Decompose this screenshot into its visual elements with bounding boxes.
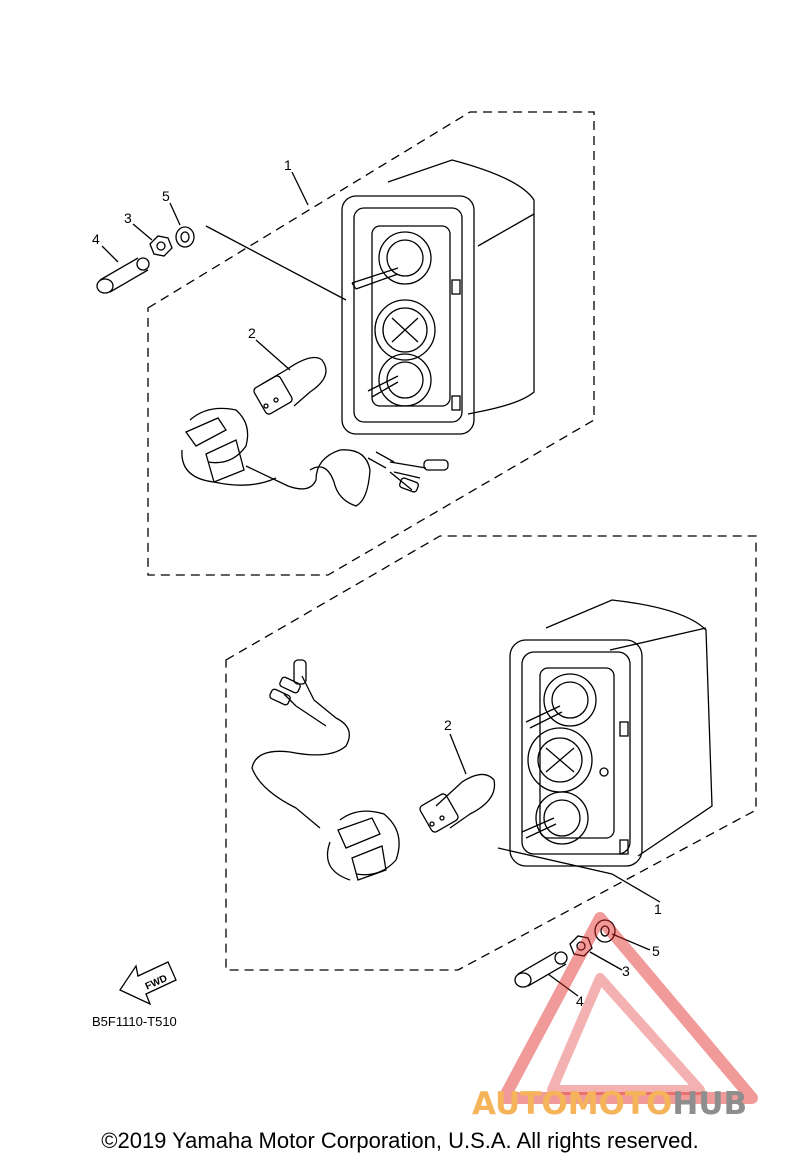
leader-3-top: [132, 223, 153, 241]
callout-5-bottom: 5: [652, 943, 660, 959]
callout-5-top: 5: [162, 188, 170, 204]
washer-bottom: [594, 919, 616, 943]
callout-1-top: 1: [284, 157, 292, 173]
nut-bottom: [569, 935, 593, 957]
assembly-outline-bottom: [225, 535, 757, 971]
watermark-text: AUTOMOTOHUB: [472, 1086, 747, 1122]
bulb-bottom: [419, 773, 496, 833]
leader-2-top: [255, 339, 291, 371]
leader-5-bottom: [611, 933, 651, 951]
callout-3-top: 3: [124, 210, 132, 226]
callout-1-bottom: 1: [654, 901, 662, 917]
watermark-text-part2: HUB: [672, 1086, 747, 1122]
leader-4-bottom: [547, 973, 579, 997]
socket-harness-bottom: [251, 659, 400, 881]
tail-light-housing-bottom: [509, 599, 713, 867]
leader-1-bottom: [497, 847, 661, 903]
callout-4-top: 4: [92, 231, 100, 247]
callout-2-bottom: 2: [444, 717, 452, 733]
callout-2-top: 2: [248, 325, 256, 341]
callout-4-bottom: 4: [576, 993, 584, 1009]
copyright-notice: ©2019 Yamaha Motor Corporation, U.S.A. A…: [101, 1128, 699, 1153]
leader-3-bottom: [589, 951, 623, 971]
assembly-outline-top: [147, 111, 595, 576]
leader-2-bottom: [449, 733, 467, 775]
nut-top: [149, 235, 173, 257]
washer-top: [175, 226, 195, 248]
leader-5-top: [169, 202, 181, 226]
bulb-top: [253, 356, 327, 415]
tail-light-housing-top: [341, 159, 535, 435]
part-code: B5F1110-T510: [92, 1014, 177, 1029]
watermark-triangle-icon: [498, 912, 758, 1104]
callout-3-bottom: 3: [622, 963, 630, 979]
fwd-arrow-icon: [119, 961, 177, 1006]
spacer-collar-bottom: [514, 951, 568, 988]
leader-to-stud-top: [205, 225, 347, 301]
leader-1-top: [291, 171, 309, 206]
leader-4-top: [101, 245, 119, 263]
watermark-text-part1: AUTOMOTO: [472, 1086, 672, 1122]
socket-harness-top: [181, 407, 449, 507]
spacer-collar-top: [96, 257, 150, 294]
